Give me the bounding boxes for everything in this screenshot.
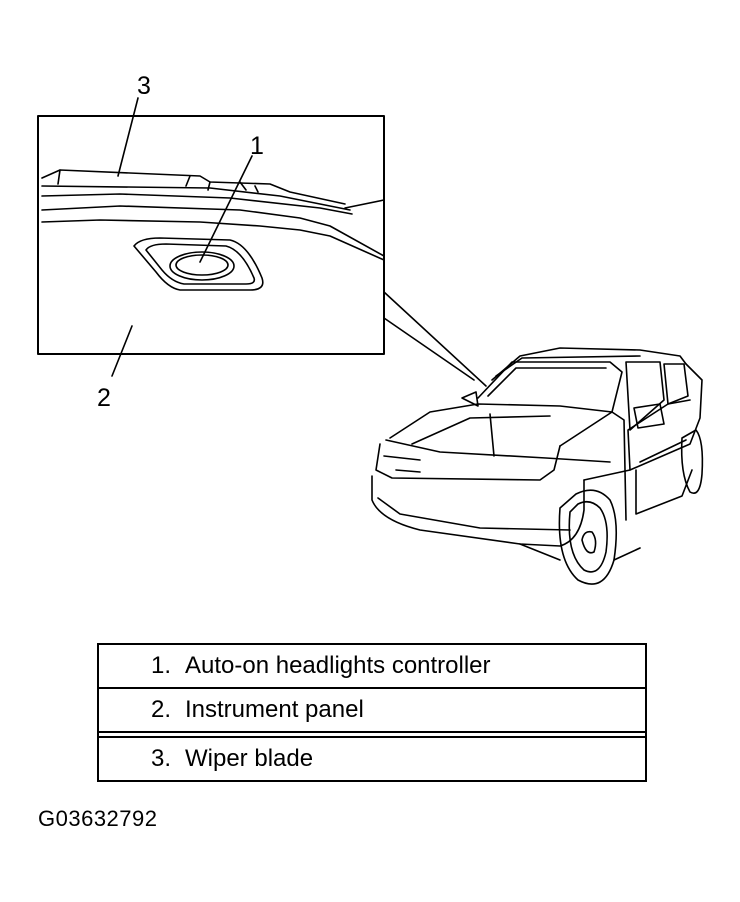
suv-illustration <box>371 347 704 585</box>
legend-row-1: 1. Auto-on headlights controller <box>99 645 645 689</box>
callout-1: 1 <box>250 132 264 160</box>
legend-label: Wiper blade <box>185 745 314 772</box>
legend-row-3: 3. Wiper blade <box>99 736 645 780</box>
inset-detail-box <box>37 115 385 355</box>
leader-line-2 <box>111 325 133 377</box>
leader-line-1 <box>199 155 253 263</box>
inset-connector <box>383 291 487 387</box>
figure-id: G03632792 <box>38 806 158 831</box>
legend-row-2: 2. Instrument panel <box>99 689 645 733</box>
windshield-edge <box>41 205 385 257</box>
wiper-blade <box>41 169 353 215</box>
legend-table: 1. Auto-on headlights controller 2. Inst… <box>97 643 647 782</box>
diagram: 1 2 3 <box>37 72 704 585</box>
leader-line-3 <box>117 97 139 177</box>
legend-number: 2. <box>150 696 171 723</box>
legend-number: 3. <box>150 745 171 772</box>
legend-number: 1. <box>150 652 171 679</box>
headlight-controller <box>133 237 264 291</box>
callout-3: 3 <box>137 72 151 100</box>
legend-label: Instrument panel <box>185 696 364 723</box>
callout-2: 2 <box>97 384 111 412</box>
legend-label: Auto-on headlights controller <box>185 652 491 679</box>
